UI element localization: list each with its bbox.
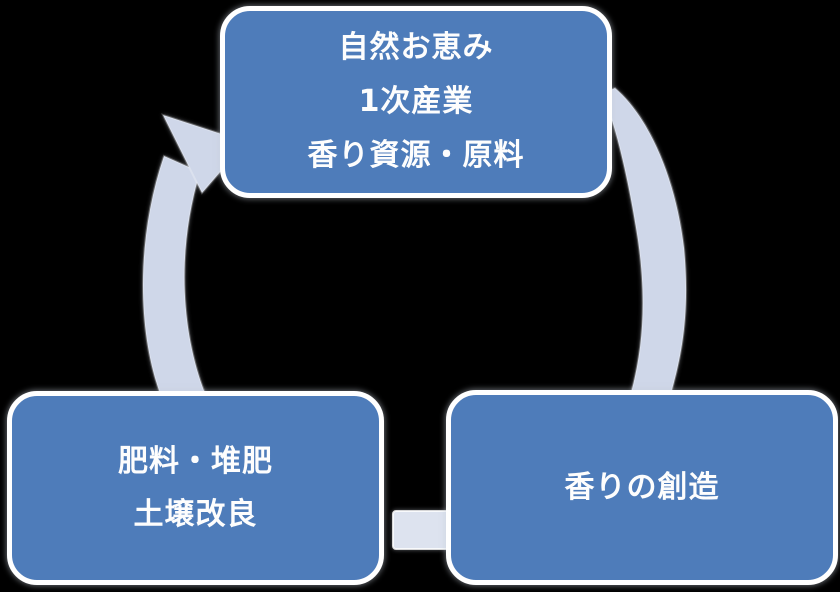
node-text-line: 土壌改良: [133, 496, 258, 532]
arc-top-to-bottomright: [600, 86, 688, 394]
node-text-line: 肥料・堆肥: [118, 443, 273, 479]
arc-bottomleft-to-top: [142, 154, 208, 397]
node-fertilizer-compost: 肥料・堆肥 土壌改良: [7, 391, 384, 585]
node-nature-blessing: 自然お恵み 1次産業 香り資源・原料: [220, 6, 612, 198]
node-text-line: 香りの創造: [564, 469, 720, 505]
node-text-line: 1次産業: [358, 84, 474, 119]
node-text-line: 香り資源・原料: [307, 138, 525, 173]
node-text-line: 自然お恵み: [338, 30, 494, 65]
node-scent-creation: 香りの創造: [446, 390, 838, 585]
